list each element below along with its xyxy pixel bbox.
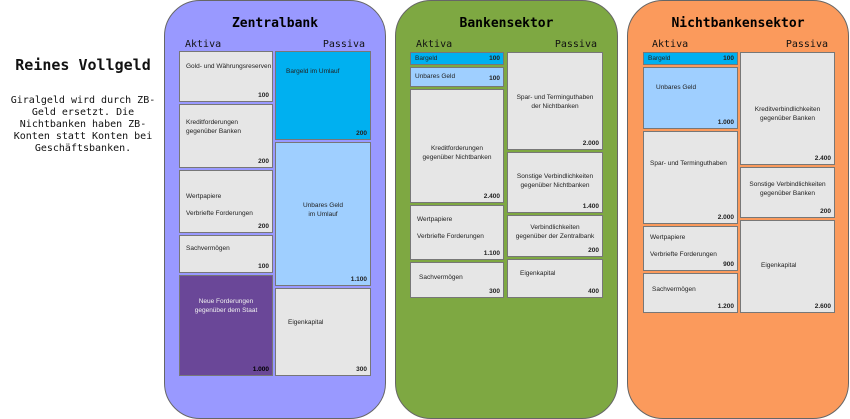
account-box: Eigenkapital 300: [275, 288, 371, 376]
account-label: Unbares Geld: [656, 84, 697, 91]
sector-nichtbankensektor: Nichtbankensektor Aktiva Passiva Bargeld…: [627, 0, 849, 419]
sector-bankensektor: Bankensektor Aktiva Passiva Bargeld 100 …: [395, 0, 618, 419]
aktiva-label: Aktiva: [416, 39, 453, 50]
account-value: 1.000: [717, 119, 734, 126]
account-box: Sonstige Verbindlichkeiten gegenüber Ban…: [740, 167, 835, 218]
account-value: 1.100: [350, 276, 367, 283]
aktiva-label: Aktiva: [185, 39, 222, 50]
account-value: 100: [258, 92, 269, 99]
account-label: Unbares Geld im Umlauf: [302, 202, 344, 218]
account-box: Eigenkapital 2.600: [740, 220, 835, 313]
account-label: Bargeld: [648, 55, 671, 62]
account-box: Wertpapiere Verbriefte Forderungen 1.100: [410, 205, 504, 260]
account-box: Eigenkapital 400: [507, 259, 603, 298]
account-label: Sonstige Verbindlichkeiten gegenüber Ban…: [749, 181, 826, 197]
account-value: 400: [588, 288, 599, 295]
account-label: Eigenkapital: [761, 262, 797, 269]
account-box: Unbares Geld im Umlauf 1.100: [275, 142, 371, 286]
account-value: 2.000: [582, 140, 599, 147]
account-value: 100: [258, 263, 269, 270]
account-value: 200: [258, 223, 269, 230]
account-value: 100: [489, 55, 500, 62]
account-value: 2.000: [717, 214, 734, 221]
account-box: Wertpapiere Verbriefte Forderungen 200: [179, 170, 273, 233]
sector-zentralbank: Zentralbank Aktiva Passiva Gold- und Wäh…: [164, 0, 386, 419]
intro-description: Giralgeld wird durch ZB-Geld ersetzt. Di…: [10, 95, 156, 154]
account-value: 1.000: [252, 366, 269, 373]
account-label: Wertpapiere Verbriefte Forderungen: [650, 234, 717, 258]
account-box: Unbares Geld 1.000: [643, 67, 738, 129]
account-label: Sachvermögen: [419, 274, 463, 281]
account-label: Sachvermögen: [186, 245, 230, 252]
account-value: 1.100: [483, 250, 500, 257]
account-box: Spar- und Terminguthaben 2.000: [643, 131, 738, 224]
account-box: Wertpapiere Verbriefte Forderungen 900: [643, 226, 738, 271]
passiva-label: Passiva: [785, 39, 828, 50]
account-value: 200: [588, 247, 599, 254]
account-value: 200: [258, 158, 269, 165]
account-label: Unbares Geld: [415, 73, 456, 80]
account-box: Sachvermögen 100: [179, 235, 273, 273]
account-box: Bargeld im Umlauf 200: [275, 51, 371, 140]
passiva-label: Passiva: [322, 39, 365, 50]
sector-title: Zentralbank: [231, 16, 319, 31]
account-label: Bargeld im Umlauf: [286, 68, 340, 75]
account-label: Gold- und Währungsreserven: [186, 63, 272, 70]
account-box: Sonstige Verbindlichkeiten gegenüber Nic…: [507, 152, 603, 213]
account-label: Eigenkapital: [520, 270, 556, 277]
account-label: Wertpapiere Verbriefte Forderungen: [186, 193, 253, 217]
account-label: Kreditforderungen gegenüber Nichtbanken: [422, 145, 492, 161]
account-value: 900: [723, 261, 734, 268]
account-value: 2.600: [814, 303, 831, 310]
sector-title: Nichtbankensektor: [671, 16, 805, 31]
account-box: Spar- und Terminguthaben der Nichtbanken…: [507, 52, 603, 150]
page-title: Reines Vollgeld: [15, 56, 151, 74]
account-value: 300: [356, 366, 367, 373]
account-label: Spar- und Terminguthaben der Nichtbanken: [516, 94, 594, 110]
aktiva-label: Aktiva: [652, 39, 689, 50]
account-value: 100: [489, 75, 500, 82]
account-label: Neue Forderungen gegenüber dem Staat: [194, 298, 258, 314]
account-box: Kreditforderungen gegenüber Banken 200: [179, 104, 273, 168]
account-box: Unbares Geld 100: [410, 67, 504, 87]
account-label: Sonstige Verbindlichkeiten gegenüber Nic…: [516, 173, 594, 189]
account-label: Kreditforderungen gegenüber Banken: [186, 119, 241, 135]
account-box: Bargeld 100: [410, 52, 504, 65]
account-value: 1.400: [582, 203, 599, 210]
account-box: Bargeld 100: [643, 52, 738, 65]
account-value: 200: [820, 208, 831, 215]
passiva-label: Passiva: [554, 39, 597, 50]
account-label: Kreditverbindlichkeiten gegenüber Banken: [754, 106, 821, 122]
account-box: Verbindlichkeiten gegenüber der Zentralb…: [507, 215, 603, 257]
account-label: Verbindlichkeiten gegenüber der Zentralb…: [515, 224, 595, 240]
sector-title: Bankensektor: [459, 16, 554, 31]
account-value: 100: [723, 55, 734, 62]
account-value: 2.400: [814, 155, 831, 162]
account-box: Neue Forderungen gegenüber dem Staat 1.0…: [179, 275, 273, 376]
account-box: Sachvermögen 1.200: [643, 273, 738, 313]
account-box: Gold- und Währungsreserven 100: [179, 51, 273, 102]
account-label: Sachvermögen: [652, 286, 696, 293]
account-box: Sachvermögen 300: [410, 262, 504, 298]
account-label: Spar- und Terminguthaben: [650, 160, 727, 167]
account-label: Bargeld: [415, 55, 438, 62]
account-value: 200: [356, 130, 367, 137]
account-label: Eigenkapital: [288, 319, 324, 326]
account-value: 1.200: [717, 303, 734, 310]
account-box: Kreditforderungen gegenüber Nichtbanken …: [410, 89, 504, 203]
account-label: Wertpapiere Verbriefte Forderungen: [417, 216, 484, 240]
account-value: 2.400: [483, 193, 500, 200]
account-box: Kreditverbindlichkeiten gegenüber Banken…: [740, 52, 835, 165]
account-value: 300: [489, 288, 500, 295]
